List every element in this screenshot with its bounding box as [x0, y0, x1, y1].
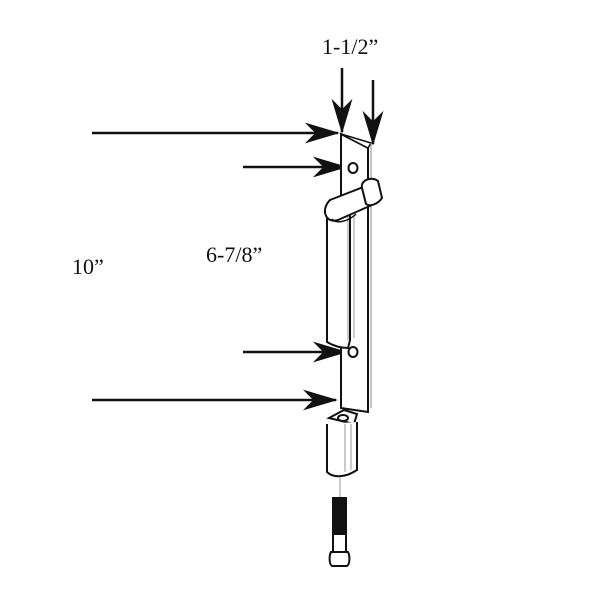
strike-guide: [326, 408, 359, 478]
slide-bolt: [326, 208, 355, 350]
lever-knob: [323, 177, 384, 223]
hole-spacing-arrows: [243, 156, 348, 363]
overall-length-arrows: [92, 122, 340, 411]
screw: [328, 478, 351, 567]
width-label: 1-1/2”: [322, 34, 379, 59]
overall-length-label: 10”: [72, 254, 104, 279]
hole-spacing-label: 6-7/8”: [206, 242, 263, 267]
width-dimension-arrows: [331, 68, 384, 146]
